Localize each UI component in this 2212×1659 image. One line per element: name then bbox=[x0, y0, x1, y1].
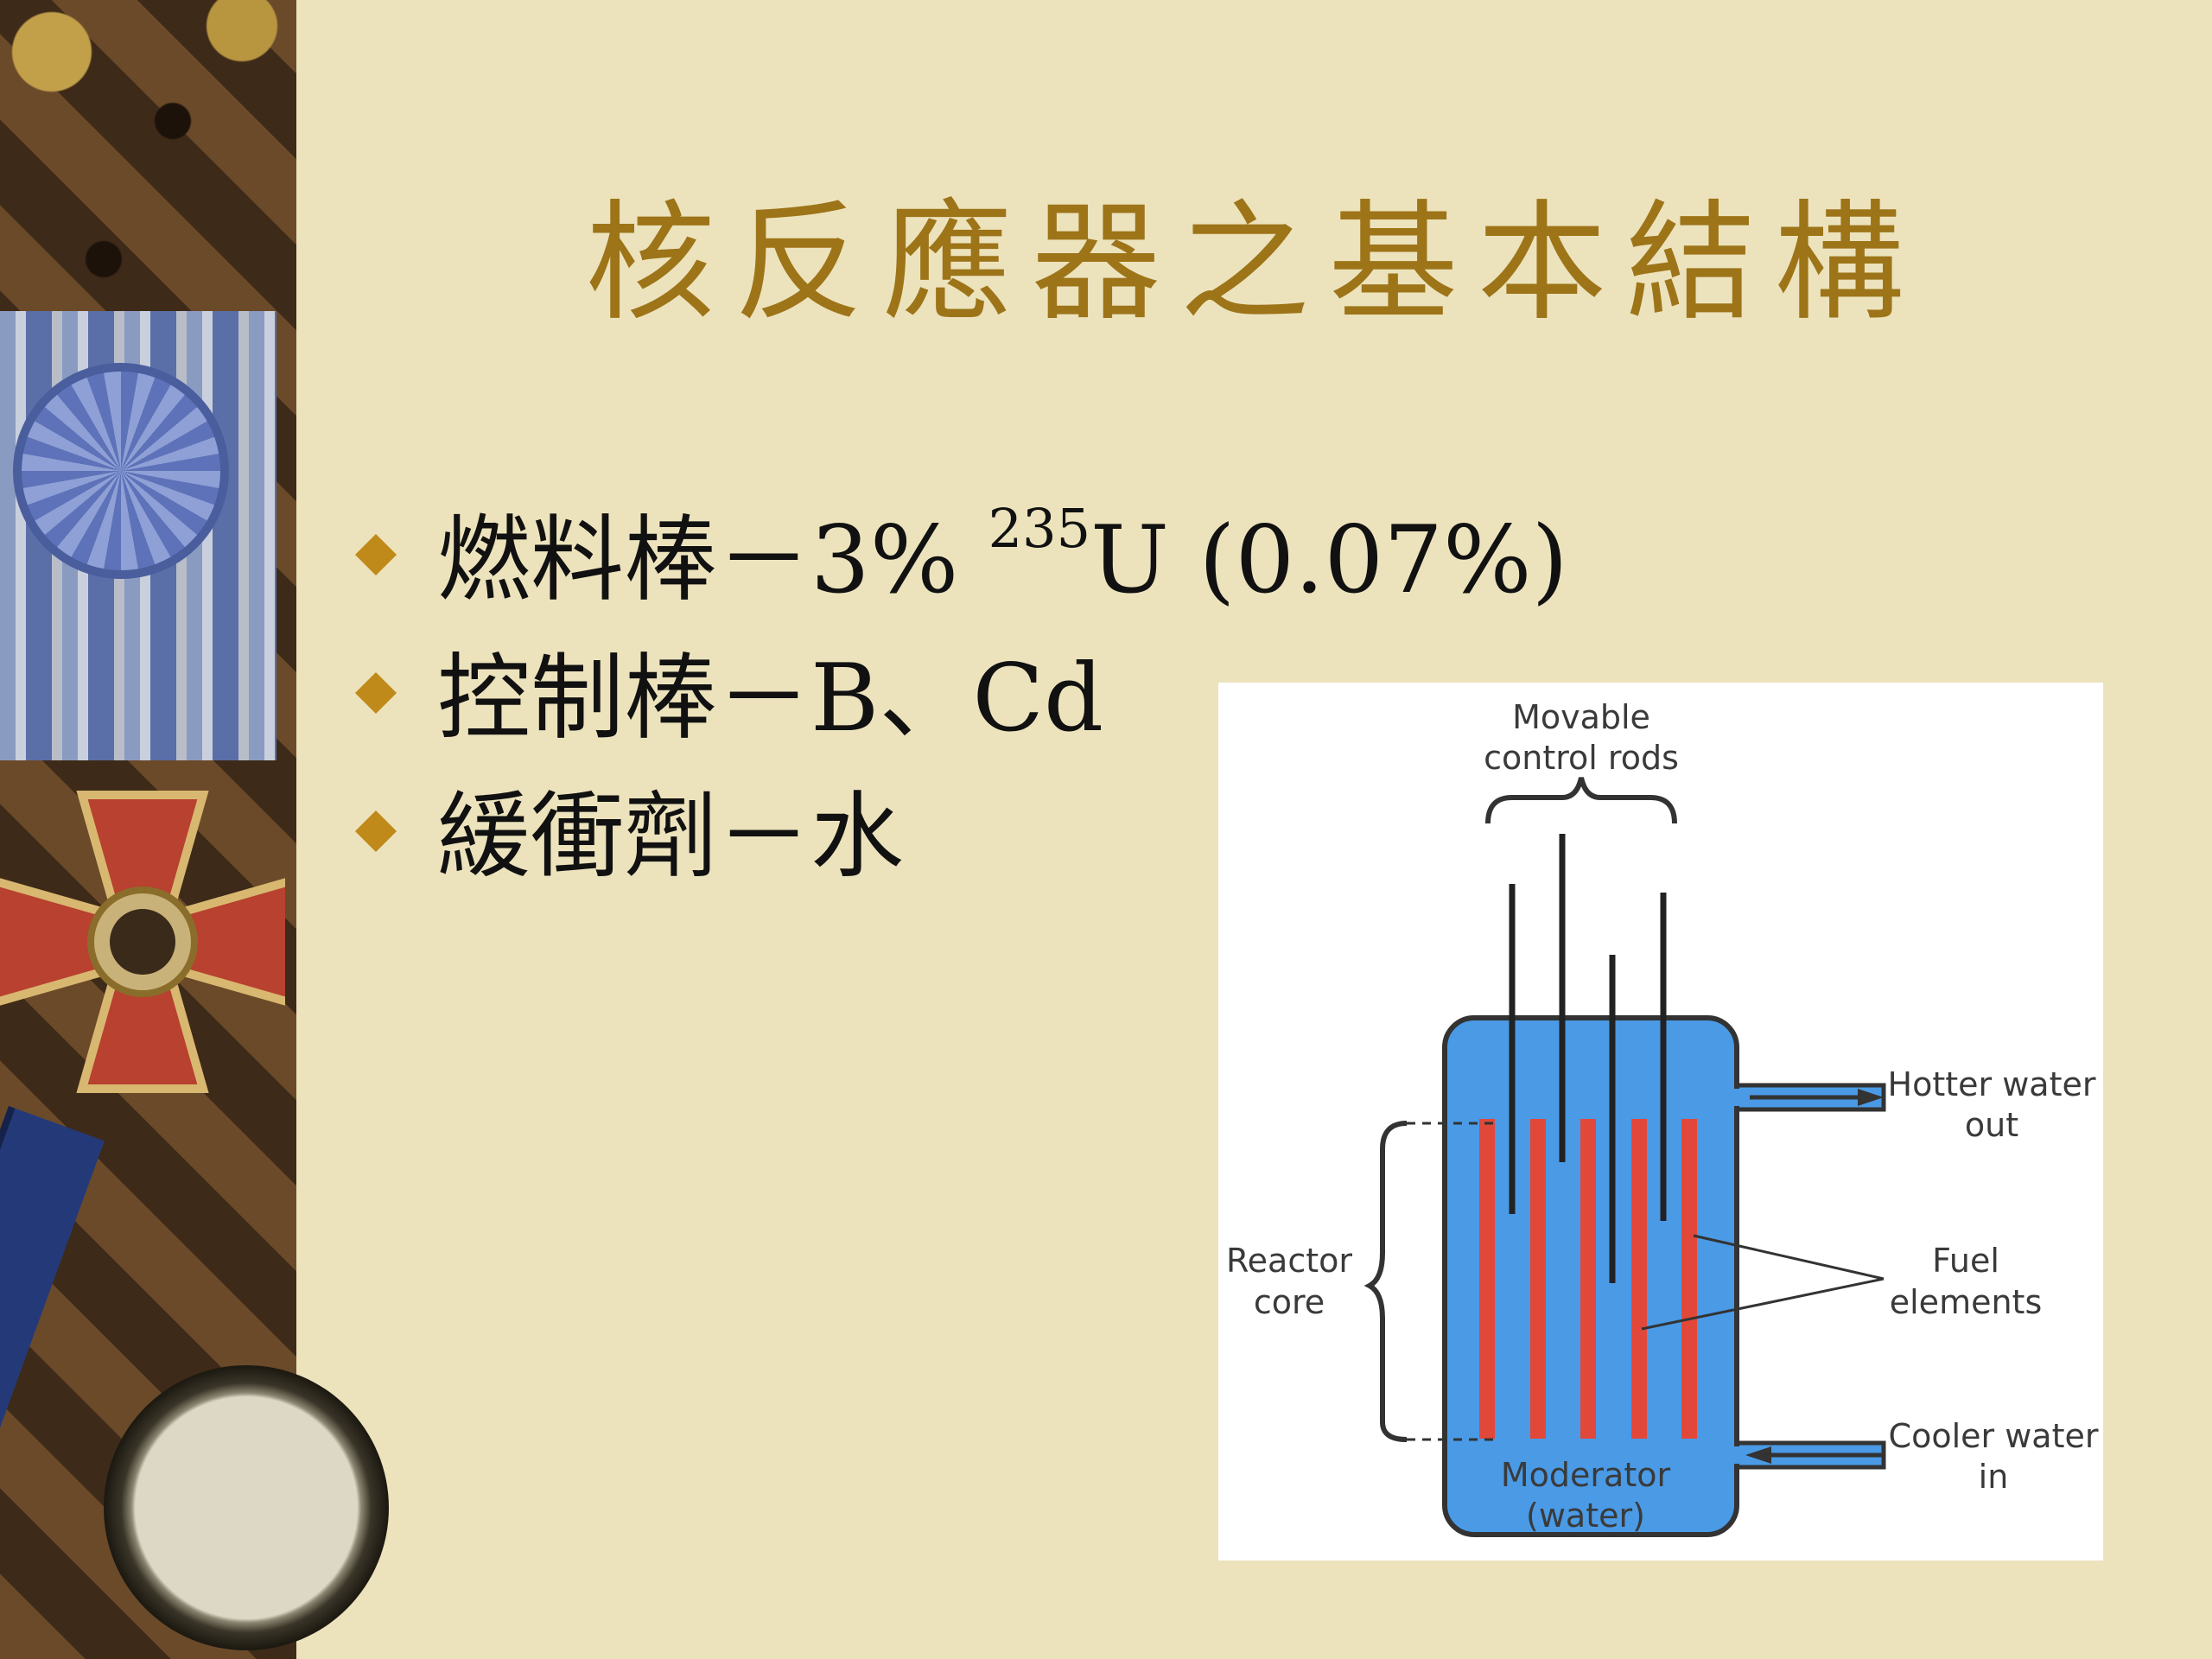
decorative-photo-strip bbox=[0, 0, 389, 1659]
control-rods-brace bbox=[1485, 777, 1677, 824]
reactor-diagram-svg: Movable control rods Reactor core bbox=[1226, 698, 2099, 1537]
label-movable: Movable bbox=[1512, 698, 1650, 736]
bullet-control-rods: 控制棒－B、Cd bbox=[354, 645, 1104, 753]
fuel-element bbox=[1580, 1119, 1596, 1439]
diamond-bullet-icon bbox=[354, 671, 397, 715]
label-cooler-water: Cooler water bbox=[1889, 1417, 2099, 1455]
label-hotter-water: Hotter water bbox=[1888, 1065, 2096, 1103]
fuel-element bbox=[1530, 1119, 1546, 1439]
label-reactor: Reactor bbox=[1226, 1242, 1352, 1280]
label-water: (water) bbox=[1526, 1497, 1645, 1535]
cross-medal-image bbox=[0, 791, 285, 1093]
blue-strap bbox=[0, 1106, 105, 1644]
label-out: out bbox=[1965, 1106, 2018, 1144]
bullet-fuel-rods-tail: U (0.07%) bbox=[1090, 506, 1568, 614]
label-fuel: Fuel bbox=[1932, 1242, 1999, 1280]
fuel-element bbox=[1479, 1119, 1495, 1439]
ribbon-rosette bbox=[13, 363, 229, 579]
fuel-element bbox=[1681, 1119, 1697, 1439]
bullet-control-rods-text: 控制棒－B、Cd bbox=[437, 645, 1104, 753]
label-moderator: Moderator bbox=[1501, 1456, 1671, 1494]
out-arrow-head bbox=[1858, 1089, 1884, 1106]
compass-image bbox=[104, 1365, 389, 1650]
fuel-pointer-lower bbox=[1641, 1277, 1885, 1331]
bullet-moderator: 緩衝劑－水 bbox=[354, 783, 905, 891]
bullet-text: 燃料棒－3% 235U (0.07%) bbox=[437, 502, 1568, 607]
reactor-diagram: Movable control rods Reactor core bbox=[1218, 683, 2103, 1560]
isotope-superscript: 235 bbox=[988, 497, 1091, 560]
label-in: in bbox=[1979, 1458, 2009, 1496]
pipe-joint-bottom bbox=[1730, 1446, 1744, 1464]
fuel-pointer-upper bbox=[1693, 1234, 1885, 1281]
bullet-fuel-rods: 燃料棒－3% 235U (0.07%) bbox=[354, 502, 1568, 607]
bullet-moderator-text: 緩衝劑－水 bbox=[437, 783, 905, 891]
bullet-fuel-rods-text: 燃料棒－3% bbox=[437, 506, 988, 614]
reactor-core-brace bbox=[1363, 1121, 1408, 1442]
pipe-joint-top bbox=[1730, 1089, 1744, 1106]
label-elements: elements bbox=[1890, 1283, 2043, 1321]
diamond-bullet-icon bbox=[354, 533, 397, 576]
label-control-rods: control rods bbox=[1484, 739, 1679, 777]
slide-title: 核反應器之基本結構 bbox=[585, 188, 1923, 339]
diamond-bullet-icon bbox=[354, 810, 397, 853]
fuel-element bbox=[1631, 1119, 1647, 1439]
in-arrow-head bbox=[1745, 1446, 1771, 1464]
label-core: core bbox=[1254, 1283, 1325, 1321]
